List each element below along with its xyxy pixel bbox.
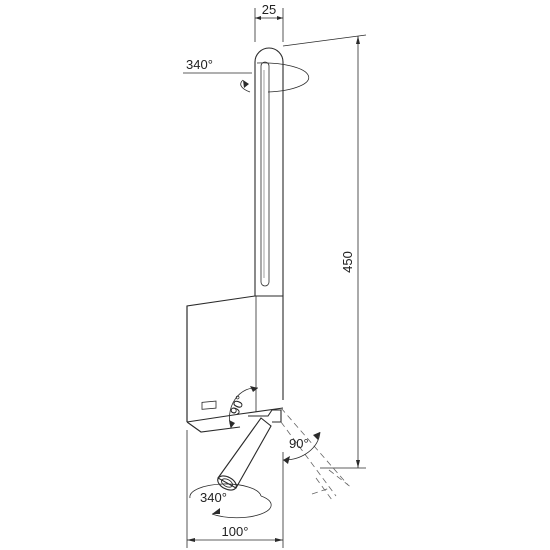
tilt-indicator-vertical: 90° [227, 386, 259, 429]
rotation-label-top: 340° [186, 57, 213, 72]
rotation-label-spot: 340° [200, 490, 227, 505]
dimension-height: 450 [282, 34, 367, 469]
dimension-width-top: 25 [254, 2, 284, 42]
rotation-indicator-spot: 340° [189, 483, 272, 519]
spotlight-head [217, 409, 282, 491]
tilt-indicator-horizontal: 90° [280, 407, 353, 501]
lamp-body [186, 295, 284, 433]
dimension-label-100: 100° [222, 524, 249, 539]
tilt-label-vertical: 90° [227, 393, 248, 417]
tilt-label-horizontal: 90° [289, 436, 309, 451]
dimension-label-25: 25 [262, 2, 276, 17]
rotation-indicator-top: 340° [183, 57, 310, 93]
dimension-width-bottom: 100° [186, 430, 284, 548]
dimension-label-450: 450 [340, 251, 355, 273]
lamp-rod [254, 47, 284, 296]
